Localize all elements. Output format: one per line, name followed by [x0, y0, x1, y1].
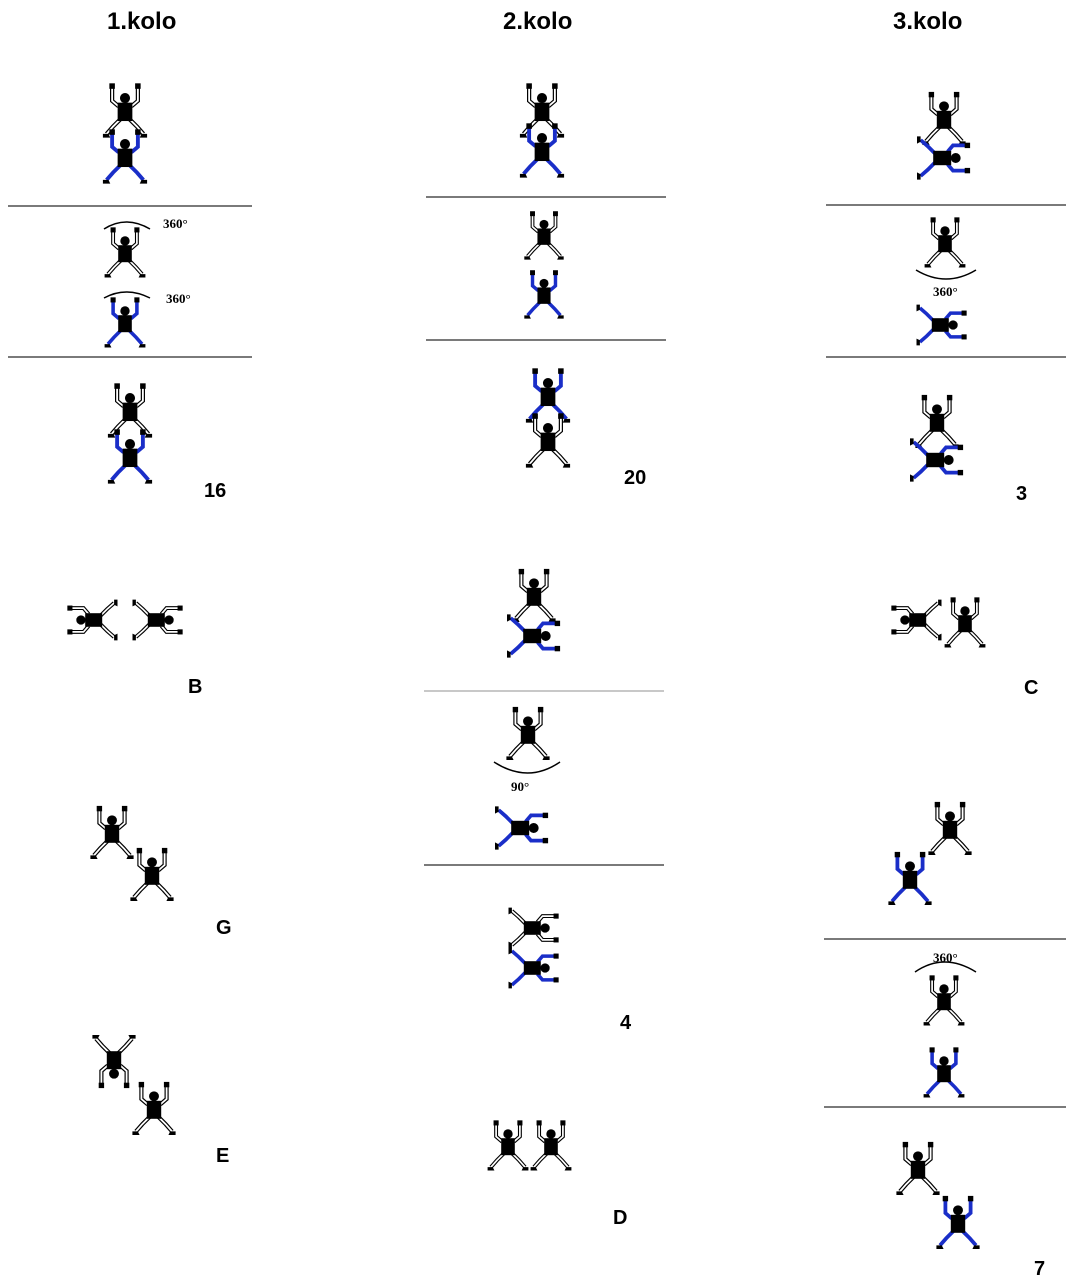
skydiver-icon	[488, 1120, 529, 1170]
skydiver-icon	[133, 600, 183, 641]
skydiver-icon	[495, 806, 548, 849]
skydiver-icon	[924, 975, 965, 1025]
skydiver-icon	[888, 852, 931, 905]
skydiver-icon	[90, 806, 133, 859]
skydiver-icon	[524, 211, 563, 259]
skydiver-icon	[105, 297, 146, 347]
skydiver-icon	[917, 305, 967, 346]
skydiver-icon	[922, 92, 965, 145]
skydiver-icon	[67, 600, 117, 641]
rotation-label: 90°	[511, 779, 529, 794]
skydiver-icon	[506, 707, 549, 760]
skydiver-icon	[936, 1196, 979, 1249]
skydiver-icon	[915, 395, 958, 448]
rotation-label: 360°	[933, 284, 958, 299]
rotation-label: 360°	[166, 291, 191, 306]
skydiver-icon	[92, 1035, 135, 1088]
skydiver-icon	[105, 227, 146, 277]
skydiver-icon	[896, 1142, 939, 1195]
rotation-label: 360°	[163, 216, 188, 231]
rotation-label: 360°	[933, 950, 958, 965]
skydiver-icon	[524, 270, 563, 318]
skydiver-icon	[928, 802, 971, 855]
skydiver-icon	[945, 597, 986, 647]
skydiver-icon	[512, 569, 555, 622]
skydiver-icon	[925, 217, 966, 267]
skydiver-icon	[891, 600, 941, 641]
skydiver-icon	[132, 1082, 175, 1135]
skydiver-icon	[509, 948, 559, 989]
skydiver-icon	[509, 908, 559, 949]
skydiver-icon	[520, 83, 564, 137]
skydiver-icon	[130, 848, 173, 901]
skydiver-icon	[531, 1120, 572, 1170]
skydiver-icon	[924, 1047, 965, 1097]
